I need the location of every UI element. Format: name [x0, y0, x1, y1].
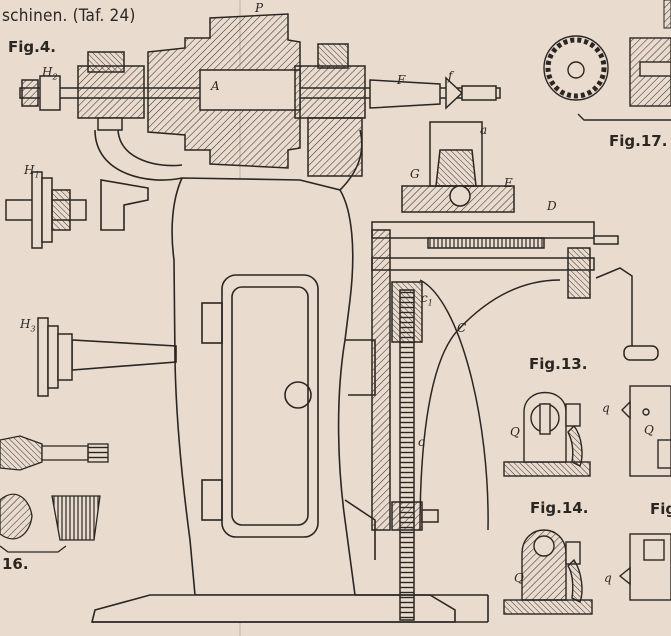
fig17-caption: Fig.17. [609, 132, 668, 150]
label-a: a [480, 123, 488, 137]
label-q-fig13: q [602, 401, 610, 415]
label-P: P [255, 1, 264, 15]
fig-cut-caption: Fig [650, 500, 671, 518]
label-Q-fig14: Q [514, 571, 524, 585]
label-A: A [211, 79, 220, 93]
label-E: E [504, 176, 513, 190]
label-H3: H3 [20, 317, 36, 334]
label-Q-fig13: Q [510, 425, 520, 439]
plate-header: schinen. (Taf. 24) [2, 6, 136, 26]
fig4-caption: Fig.4. [8, 38, 56, 56]
label-c1: c1 [421, 291, 433, 308]
hand-wheel-h1 [5, 171, 87, 249]
label-q-fig14: q [604, 571, 612, 585]
label-H1: H1 [24, 163, 40, 180]
machine-column [71, 129, 489, 623]
slide-rest [371, 121, 659, 621]
clamp-device-fig14 [503, 529, 671, 615]
label-D: D [547, 199, 557, 213]
edge-strip [663, 0, 671, 29]
label-c: c [418, 435, 425, 449]
clamp-device-fig13 [503, 385, 671, 477]
label-H2: H2 [42, 65, 58, 82]
fig13-caption: Fig.13. [529, 355, 588, 373]
fig14-caption: Fig.14. [530, 499, 589, 517]
label-C: C [457, 321, 467, 335]
label-G: G [410, 167, 420, 181]
spindle-assembly [19, 13, 501, 177]
bevel-gear-fig16 [0, 435, 109, 553]
fig16-caption: 16. [2, 555, 29, 573]
hand-wheel-h3 [37, 317, 73, 397]
label-F: F [397, 73, 406, 87]
label-Q-fig13-right: Q [644, 423, 654, 437]
milling-cutter-fig17 [543, 35, 671, 121]
label-f: f [448, 69, 453, 83]
